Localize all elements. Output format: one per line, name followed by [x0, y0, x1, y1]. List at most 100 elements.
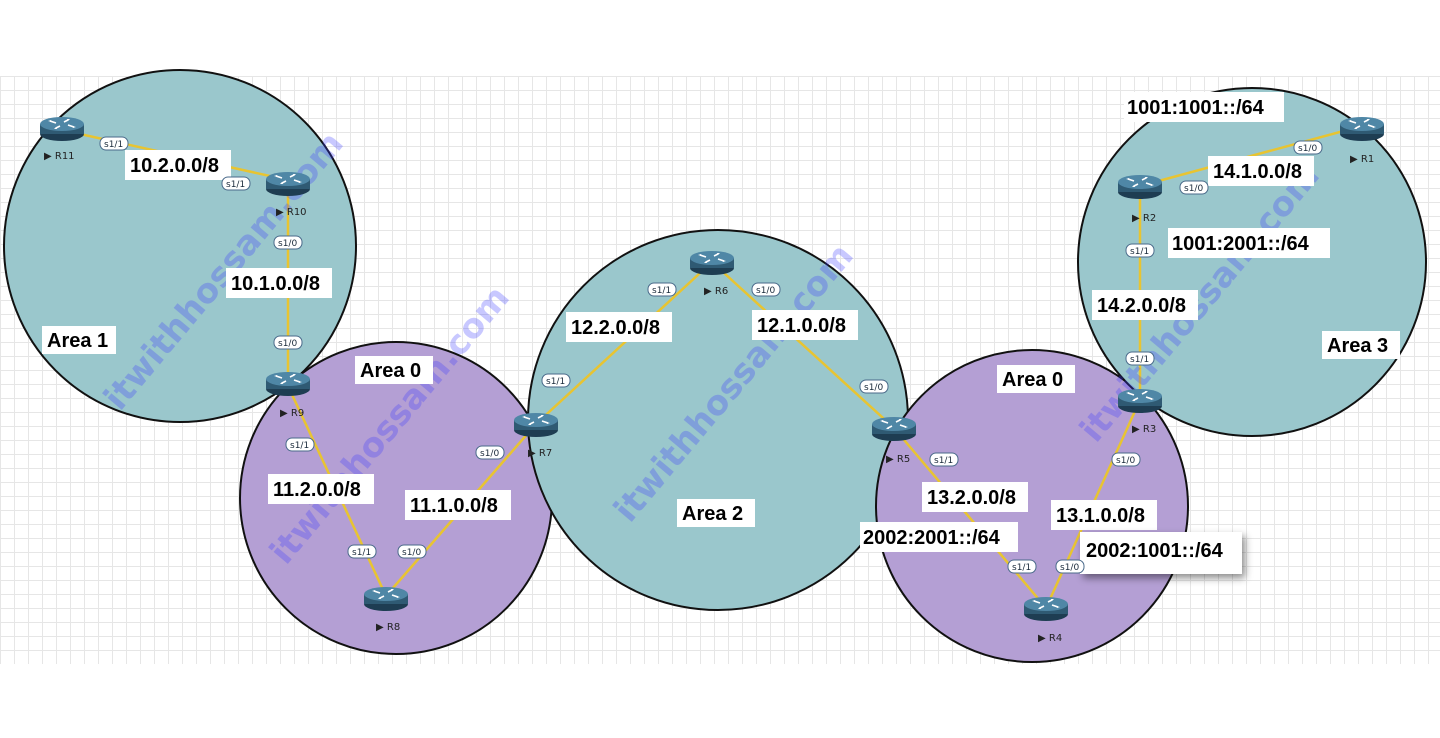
- area1-label: Area 1: [47, 330, 108, 352]
- router-r2[interactable]: ▶ R2: [1117, 174, 1163, 224]
- port-r5-s11-text: s1/1: [934, 456, 953, 466]
- router-r5-name: ▶ R5: [886, 454, 910, 465]
- area0-right-label: Area 0: [1002, 369, 1063, 391]
- area0-right-label-bg: [997, 365, 1075, 393]
- port-r4-s10-text: s1/0: [1060, 563, 1079, 573]
- net-14-2-bg: [1092, 290, 1198, 320]
- area2-label: Area 2: [682, 503, 743, 525]
- port-r2-s11-text: s1/1: [1130, 247, 1149, 257]
- port-r4-s10: [1055, 559, 1085, 574]
- router-r11[interactable]: ▶ R11: [39, 116, 85, 162]
- v6-1001-2001-bg: [1168, 228, 1330, 258]
- port-r7-s11: [541, 373, 571, 388]
- port-r7-s10-text: s1/0: [480, 449, 499, 459]
- router-icon: [689, 250, 735, 276]
- router-r5[interactable]: ▶ R5: [871, 416, 917, 465]
- net-13-2-label: 13.2.0.0/8: [927, 487, 1016, 509]
- port-r10-s11: [221, 176, 251, 191]
- router-r8[interactable]: ▶ R8: [363, 586, 409, 633]
- port-r9-s11: [285, 437, 315, 452]
- router-icon: [1117, 388, 1163, 414]
- port-r8-s10-text: s1/0: [402, 548, 421, 558]
- v6-1001-1001-label: 1001:1001::/64: [1127, 97, 1265, 119]
- port-r3-s11: [1125, 351, 1155, 366]
- router-r7[interactable]: ▶ R7: [513, 412, 559, 459]
- v6-1001-1001-bg: [1124, 92, 1284, 122]
- area1-label-bg: [42, 326, 116, 354]
- router-r11-name: ▶ R11: [44, 151, 75, 162]
- port-r5-s10-text: s1/0: [864, 383, 883, 393]
- net-12-2-label: 12.2.0.0/8: [571, 317, 660, 339]
- area0-left-label-bg: [355, 356, 433, 384]
- port-r4-s11-text: s1/1: [1012, 563, 1031, 573]
- net-14-2-label: 14.2.0.0/8: [1097, 295, 1186, 317]
- router-icon: [1117, 174, 1163, 200]
- link-r7-r6: [535, 261, 713, 425]
- port-r10-s10-text: s1/0: [278, 239, 297, 249]
- v6-1001-2001-label: 1001:2001::/64: [1172, 233, 1310, 255]
- port-r5-s11: [929, 452, 959, 467]
- port-r7-s10: [475, 445, 505, 460]
- area3-label-bg: [1322, 331, 1400, 359]
- net-12-2-bg: [566, 312, 672, 342]
- router-r10[interactable]: ▶ R10: [265, 171, 311, 218]
- router-icon: [265, 171, 311, 197]
- net-11-1-label: 11.1.0.0/8: [410, 495, 498, 517]
- port-r6-s10-text: s1/0: [756, 286, 775, 296]
- router-r1-name: ▶ R1: [1350, 154, 1374, 165]
- port-r2-s10-text: s1/0: [1184, 184, 1203, 194]
- router-icon: [1339, 116, 1385, 142]
- router-icon: [363, 586, 409, 612]
- area0-left-label: Area 0: [360, 360, 421, 382]
- port-r3-s10-text: s1/0: [1116, 456, 1135, 466]
- router-icon: [39, 116, 85, 142]
- port-r5-s10: [859, 379, 889, 394]
- port-r9-s10-text: s1/0: [278, 339, 297, 349]
- port-labels: s1/1 s1/1 s1/0 s1/0 s1/1 s1/1 s1/0 s1/0 …: [99, 136, 1323, 574]
- port-r9-s11-text: s1/1: [290, 441, 309, 451]
- net-10-2-label: 10.2.0.0/8: [130, 155, 219, 177]
- router-r6[interactable]: ▶ R6: [689, 250, 735, 297]
- router-icon: [265, 371, 311, 397]
- net-11-1-bg: [405, 490, 511, 520]
- router-r1[interactable]: ▶ R1: [1339, 116, 1385, 165]
- router-r4[interactable]: ▶ R4: [1023, 596, 1069, 644]
- port-r6-s10: [751, 282, 781, 297]
- net-11-2-bg: [268, 474, 374, 504]
- port-r2-s11: [1125, 243, 1155, 258]
- area2-label-bg: [677, 499, 755, 527]
- v6-2002-2001-bg: [860, 522, 1018, 552]
- port-r3-s10: [1111, 452, 1141, 467]
- router-r10-name: ▶ R10: [276, 207, 307, 218]
- router-r7-name: ▶ R7: [528, 448, 552, 459]
- v6-2002-1001-label: 2002:1001::/64: [1086, 540, 1224, 562]
- port-r3-s11-text: s1/1: [1130, 355, 1149, 365]
- router-icon: [871, 416, 917, 442]
- router-r3-name: ▶ R3: [1132, 424, 1156, 435]
- net-13-2-bg: [922, 482, 1028, 512]
- port-r1-s10-text: s1/0: [1298, 144, 1317, 154]
- v6-2002-1001-bg: [1080, 532, 1242, 574]
- link-r5-r4: [893, 427, 1047, 609]
- port-r4-s11: [1007, 559, 1037, 574]
- net-10-2-bg: [125, 150, 231, 180]
- router-icon: [513, 412, 559, 438]
- port-r10-s11-text: s1/1: [226, 180, 245, 190]
- net-13-1-label: 13.1.0.0/8: [1056, 505, 1145, 527]
- v6-2002-2001-label: 2002:2001::/64: [863, 527, 1001, 549]
- router-r9[interactable]: ▶ R9: [265, 371, 311, 419]
- port-r9-s10: [273, 335, 303, 350]
- net-14-1-label: 14.1.0.0/8: [1213, 161, 1302, 183]
- port-r11-s11-text: s1/1: [104, 140, 123, 150]
- net-10-1-label: 10.1.0.0/8: [231, 273, 320, 295]
- router-r6-name: ▶ R6: [704, 286, 728, 297]
- port-r8-s10: [397, 544, 427, 559]
- port-r1-s10: [1293, 140, 1323, 155]
- area0-right-circle: [875, 349, 1189, 663]
- router-r3[interactable]: ▶ R3: [1117, 388, 1163, 435]
- port-r8-s11: [347, 544, 377, 559]
- link-r6-r5: [711, 261, 895, 429]
- net-11-2-label: 11.2.0.0/8: [273, 479, 361, 501]
